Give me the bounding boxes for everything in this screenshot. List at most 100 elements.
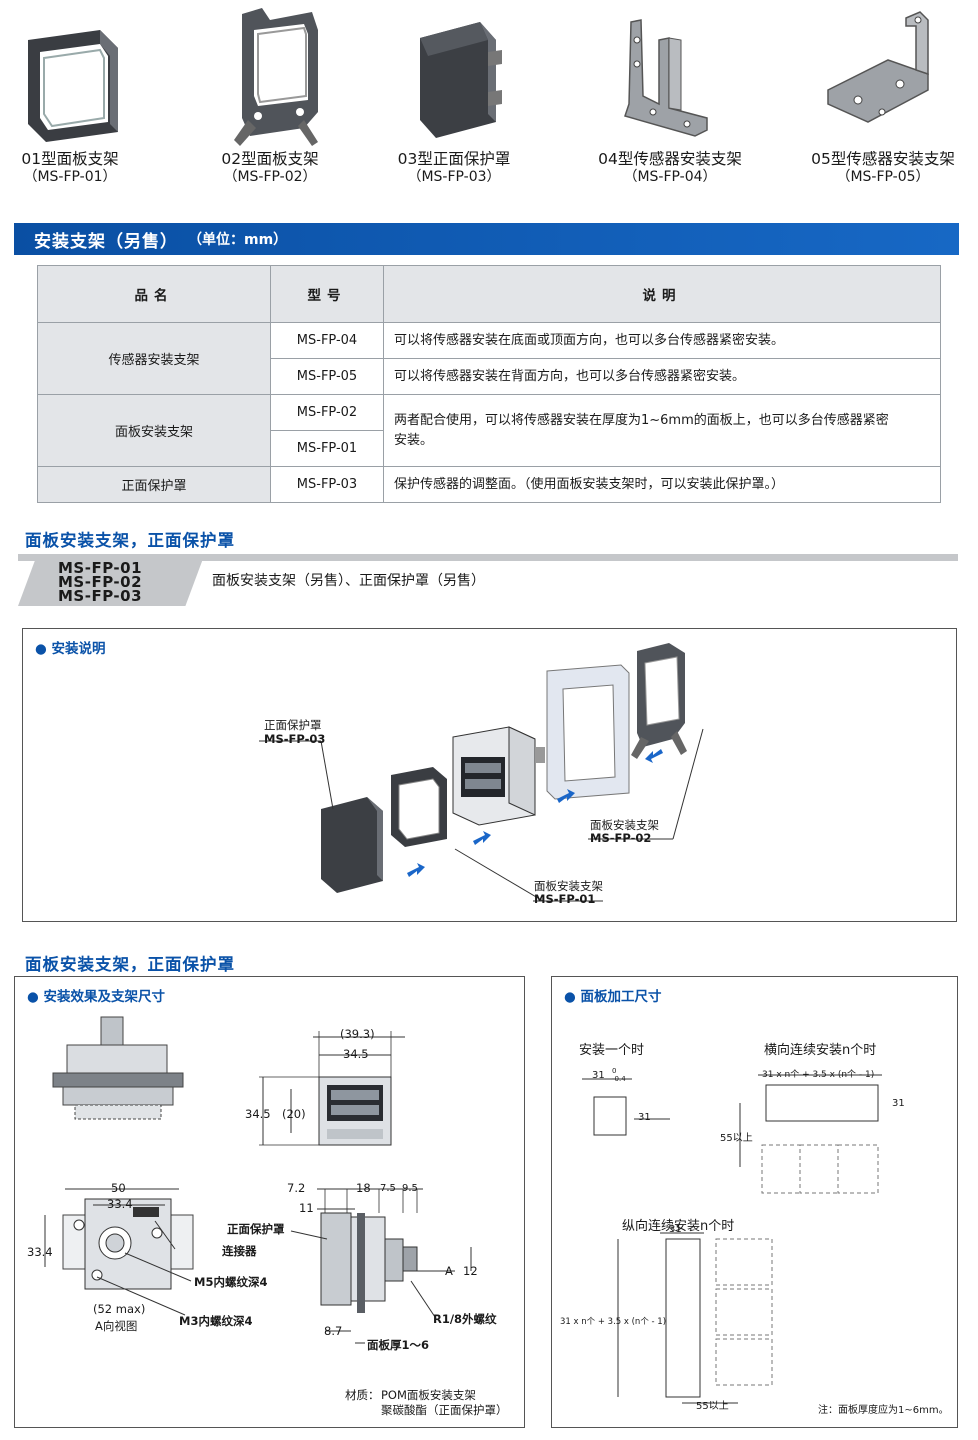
cell-name: 传感器安装支架 [37, 322, 271, 395]
product-strip: 01型面板支架 （MS-FP-01） 02型面板支架 （MS-FP-02） 03… [0, 0, 978, 200]
dim-label: (39.3) [340, 1027, 375, 1041]
product-code: （MS-FP-01） [23, 169, 117, 185]
dim-label: 33.4 [107, 1197, 133, 1211]
dim-label: 31 [638, 1112, 651, 1123]
frame01-label: 面板安装支架 [534, 879, 603, 893]
callout-label: M5内螺纹深4 [194, 1275, 268, 1289]
tolerance-up: 0 [612, 1067, 617, 1075]
panel-cutout-box: ● 面板加工尺寸 安装一个时 横向连续安装n个时 纵向连续安装n个时 31 31… [551, 976, 958, 1428]
table-row: 正面保护罩 MS-FP-03 保护传感器的调整面。（使用面板安装支架时，可以安装… [37, 466, 941, 503]
cutout-horizontal [765, 1084, 879, 1122]
product-name: 03型正面保护罩 [397, 150, 511, 168]
callout-label: 面板厚1～6 [367, 1338, 430, 1352]
arrow-icon [645, 749, 663, 763]
callout-label: 正面保护罩 [227, 1222, 285, 1236]
dim-label: 31 [592, 1070, 605, 1081]
bracket-05-icon [827, 11, 929, 123]
material-line: 聚碳酸酯（正面保护罩） [381, 1403, 508, 1417]
spec-table: 品名 型号 说明 传感器安装支架 MS-FP-04 可以将传感器安装在底面或顶面… [37, 265, 941, 503]
cutout-drawing [582, 1074, 882, 1404]
product-code: （MS-FP-04） [623, 169, 717, 185]
models-desc: 面板安装支架（另售）、正面保护罩（另售） [212, 573, 485, 589]
dim-label: A向视图 [95, 1319, 138, 1333]
cutout-title: 安装一个时 [579, 1043, 645, 1058]
tolerance-down: -0.4 [612, 1075, 626, 1083]
dim-label: 34.5 [343, 1047, 369, 1061]
dim-label: 55以上 [696, 1401, 729, 1412]
dimension-heading: ● 安装效果及支架尺寸 [27, 989, 165, 1005]
callout-label: R1/8外螺纹 [433, 1312, 497, 1326]
callout-label: 连接器 [222, 1244, 257, 1258]
material-line: POM面板安装支架 [381, 1388, 476, 1402]
section-view [320, 1212, 352, 1306]
cover-label: 正面保护罩 [264, 718, 322, 732]
arrow-icon [407, 863, 425, 877]
dim-label: A [445, 1264, 453, 1278]
product-name: 01型面板支架 [21, 150, 119, 168]
frame01-model: MS-FP-01 [534, 892, 596, 906]
section2-heading: 面板安装支架，正面保护罩 [25, 955, 235, 974]
model-code: MS-FP-02 [58, 573, 143, 591]
product-name: 04型传感器安装支架 [598, 150, 742, 168]
install-box: ● 安装说明 正面保护罩 MS-FP-03 面 [22, 628, 957, 922]
dim-label: 11 [299, 1201, 314, 1215]
banner-title: 安装支架（另售） [34, 231, 178, 252]
dim-label: 34.5 [245, 1107, 271, 1121]
dim-label: 7.2 [287, 1181, 306, 1195]
dim-label: 8.7 [324, 1324, 343, 1338]
product-item: 04型传感器安装支架 （MS-FP-04） [585, 0, 755, 186]
product-item: 02型面板支架 （MS-FP-02） [200, 0, 340, 186]
dim-label: 31 [669, 1224, 682, 1235]
table-row: MS-FP-05 可以将传感器安装在背面方向，也可以多台传感器紧密安装。 [38, 358, 941, 395]
product-code: （MS-FP-03） [407, 169, 501, 185]
product-name: 02型面板支架 [221, 150, 319, 168]
header-name: 品名 [37, 265, 271, 323]
cutout-title: 纵向连续安装n个时 [622, 1219, 735, 1234]
panel-frame-01-icon [28, 30, 118, 142]
arrow-icon [557, 789, 575, 803]
cell-model: MS-FP-01 [270, 430, 384, 467]
callout-label: M3内螺纹深4 [179, 1314, 253, 1328]
dim-label: 31 x n个 + 3.5 x (n个 - 1) [560, 1317, 667, 1327]
product-code: （MS-FP-02） [223, 169, 317, 185]
table-header-row: 品名 型号 说明 [37, 265, 941, 323]
dim-label: 31 [892, 1098, 905, 1109]
dim-label: 33.4 [27, 1245, 53, 1259]
dimension-box: ● 安装效果及支架尺寸 [14, 976, 525, 1428]
cutout-heading: ● 面板加工尺寸 [564, 989, 662, 1005]
cell-name: 面板安装支架 [37, 394, 271, 467]
cutout-note: 注：面板厚度应为1~6mm。 [818, 1405, 949, 1416]
dim-label: 7.5 [380, 1183, 396, 1194]
cutout-vertical [665, 1238, 701, 1398]
cell-name: 正面保护罩 [37, 466, 271, 503]
front-cover-03-icon [321, 797, 383, 893]
models-bar: MS-FP-01 MS-FP-02 MS-FP-03 面板安装支架（另售）、正面… [18, 554, 958, 606]
dim-label: 31 x n个 + 3.5 x (n个 - 1) [762, 1070, 875, 1080]
cell-desc: 可以将传感器安装在背面方向，也可以多台传感器紧密安装。 [383, 358, 941, 395]
cell-desc: 可以将传感器安装在底面或顶面方向，也可以多台传感器紧密安装。 [383, 322, 941, 359]
table-row: MS-FP-01 [38, 430, 941, 467]
header-desc: 说明 [383, 265, 941, 323]
product-item: 05型传感器安装支架 （MS-FP-05） [797, 0, 969, 186]
table-row: 面板安装支架 MS-FP-02 两者配合使用，可以将传感器安装在厚度为1~6mm… [37, 394, 941, 467]
section-banner: 安装支架（另售） （单位：mm） [14, 223, 959, 255]
section1-heading: 面板安装支架，正面保护罩 [25, 531, 235, 550]
dim-label: (52 max) [93, 1302, 146, 1316]
exploded-view-diagram [259, 643, 704, 902]
model-code: MS-FP-01 [58, 559, 143, 577]
dimension-drawing [44, 1016, 472, 1344]
product-code: （MS-FP-05） [836, 169, 930, 185]
dim-label: (20) [282, 1107, 306, 1121]
cell-desc: 保护传感器的调整面。（使用面板安装支架时，可以安装此保护罩。） [383, 466, 941, 503]
dim-label: 12 [463, 1264, 478, 1278]
material-label: 材质： [345, 1388, 380, 1402]
bracket-04-icon [624, 19, 708, 137]
cell-model: MS-FP-02 [270, 394, 384, 431]
dim-label: 9.5 [402, 1183, 418, 1194]
arrow-icon [473, 831, 491, 845]
install-heading: ● 安装说明 [35, 641, 106, 657]
cover-model: MS-FP-03 [264, 732, 326, 746]
dim-label: 50 [111, 1181, 126, 1195]
cell-desc: 两者配合使用，可以将传感器安装在厚度为1~6mm的面板上，也可以多台传感器紧密安… [383, 394, 941, 467]
product-name: 05型传感器安装支架 [811, 150, 955, 168]
